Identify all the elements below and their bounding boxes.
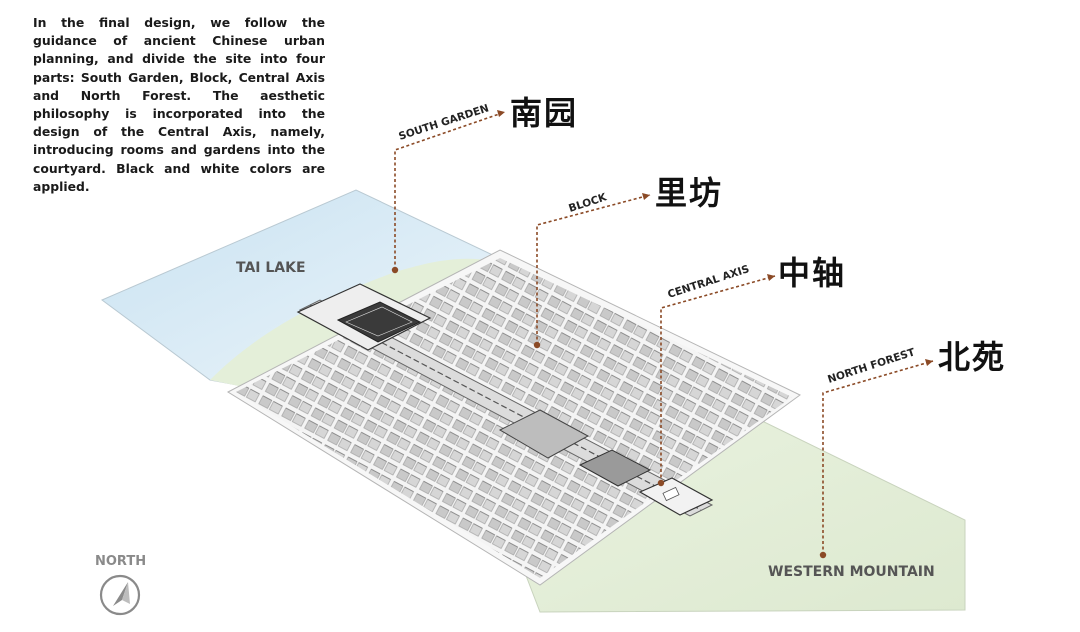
leader-block xyxy=(533,193,651,349)
south-garden-chinese: 南园 xyxy=(510,94,579,132)
block-chinese: 里坊 xyxy=(655,174,724,212)
western-mountain-label: WESTERN MOUNTAIN xyxy=(768,564,935,580)
design-description: In the final design, we follow the guida… xyxy=(33,15,325,194)
leader-north-forest xyxy=(819,359,934,559)
leader-central-axis xyxy=(657,274,776,487)
north-compass-icon xyxy=(99,574,141,616)
north-forest-chinese: 北苑 xyxy=(938,338,1007,376)
central-axis-courtyard xyxy=(498,409,714,516)
leader-south-garden xyxy=(391,110,506,274)
south-garden-pavilion xyxy=(296,283,432,351)
north-forest-label: NORTH FOREST xyxy=(826,346,917,386)
tai-lake-label: TAI LAKE xyxy=(236,260,306,276)
compass-north-label: NORTH xyxy=(95,554,147,569)
central-axis-label: CENTRAL AXIS xyxy=(666,263,751,301)
central-axis-chinese: 中轴 xyxy=(778,254,847,292)
